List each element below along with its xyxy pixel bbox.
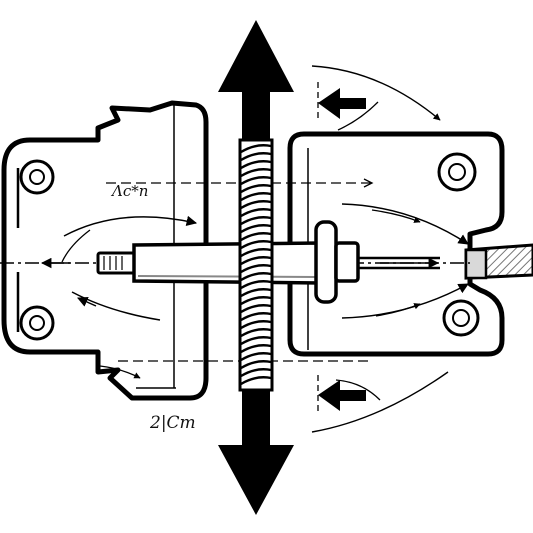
vertical-travel-arrow	[218, 20, 294, 515]
screw-thread	[240, 224, 272, 234]
left-bracket	[1, 100, 209, 401]
screw-thread	[240, 152, 272, 162]
screw-thread	[240, 208, 272, 218]
right-bottom-hole	[442, 299, 480, 337]
screw-thread	[240, 192, 272, 202]
push-arrow-top	[318, 88, 366, 119]
flow-line-right-lower	[341, 283, 469, 319]
screw-thread	[240, 168, 272, 178]
lead-screw	[238, 138, 274, 392]
motion-line-bottom-right	[311, 371, 449, 433]
screw-thread	[240, 288, 272, 298]
screw-thread	[240, 144, 272, 154]
screw-thread	[240, 240, 272, 250]
flow-line-left-lower	[71, 291, 161, 321]
push-arrow-bottom	[318, 380, 366, 411]
motion-line-top-right	[311, 65, 441, 121]
screw-thread	[240, 176, 272, 186]
output-rod	[464, 243, 533, 280]
screw-thread	[240, 184, 272, 194]
screw-thread	[240, 368, 272, 378]
screw-thread	[240, 312, 272, 322]
screw-thread	[240, 360, 272, 370]
screw-thread	[240, 376, 272, 386]
screw-thread	[240, 344, 272, 354]
screw-thread	[240, 336, 272, 346]
screw-thread	[240, 280, 272, 290]
left-top-hole	[19, 159, 55, 195]
screw-thread	[240, 320, 272, 330]
flow-line-right-upper	[341, 203, 469, 245]
screw-thread	[240, 200, 272, 210]
screw-thread	[240, 296, 272, 306]
flow-line-left-upper	[63, 215, 198, 237]
screw-thread	[240, 352, 272, 362]
screw-thread	[240, 304, 272, 314]
right-top-hole	[437, 152, 477, 192]
screw-thread	[240, 328, 272, 338]
screw-thread	[240, 216, 272, 226]
screw-thread	[240, 248, 272, 258]
screw-thread	[240, 264, 272, 274]
shaft-collar	[314, 220, 440, 304]
label-top: Λc*n	[110, 182, 148, 200]
shaft	[96, 241, 322, 285]
label-bottom: 2|Cm	[149, 413, 196, 433]
screw-thread	[240, 232, 272, 242]
screw-thread	[240, 272, 272, 282]
screw-thread	[240, 160, 272, 170]
left-bottom-hole	[19, 305, 55, 341]
screw-thread	[240, 256, 272, 266]
